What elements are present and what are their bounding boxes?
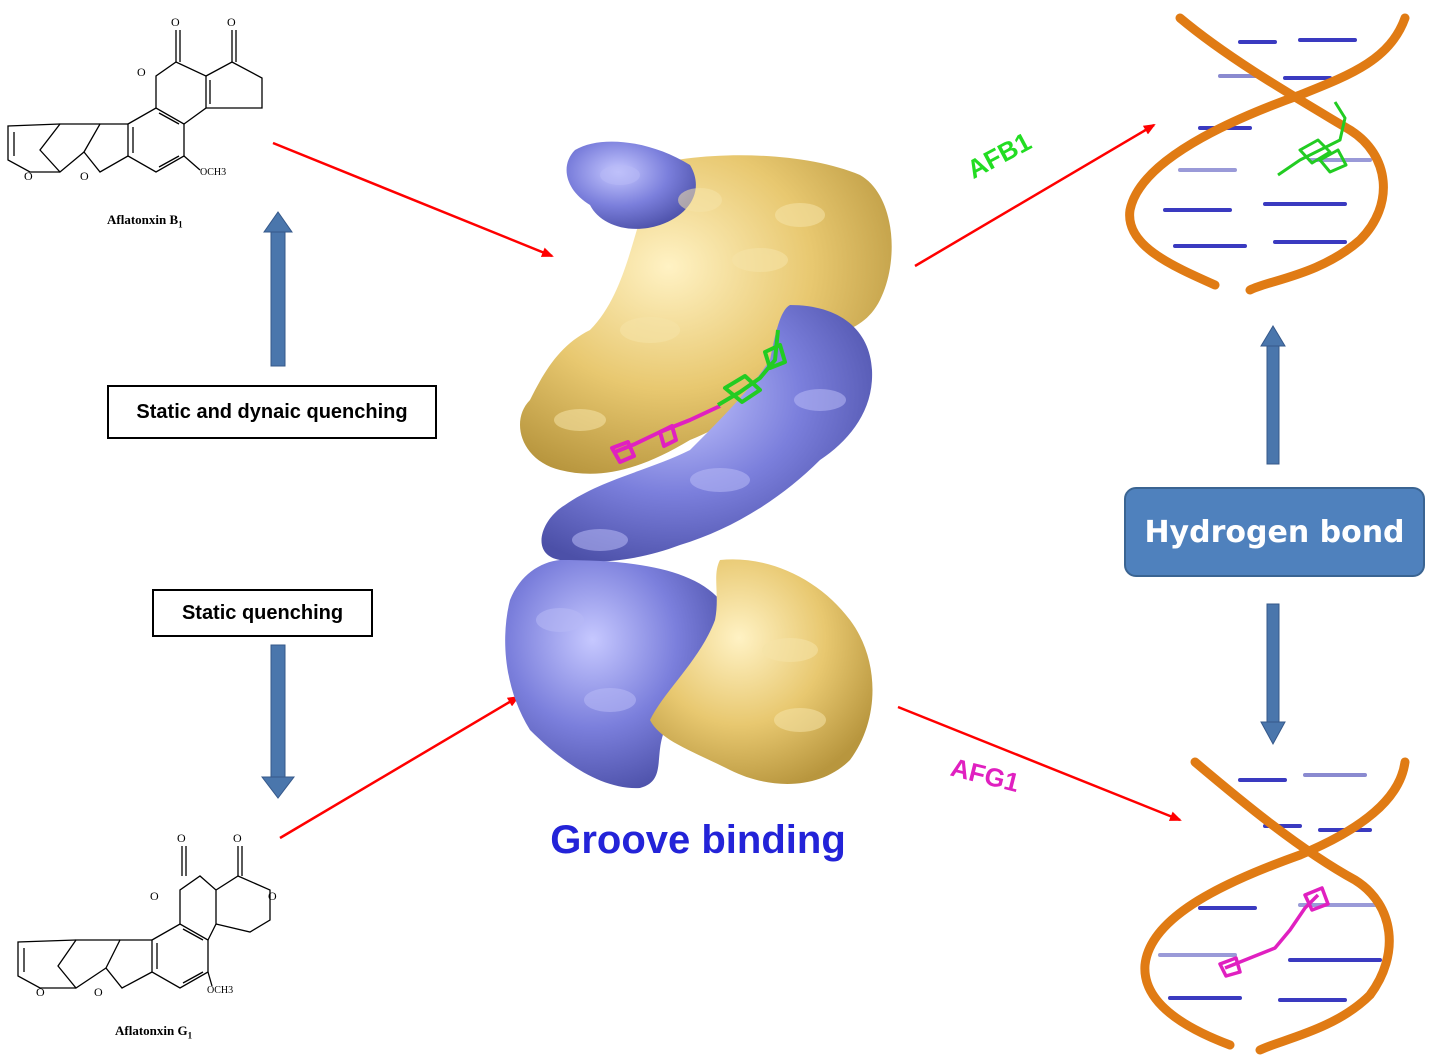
svg-text:O: O bbox=[171, 15, 180, 29]
up-arrow-left bbox=[263, 211, 293, 367]
arrow-surface-to-afg1-dna bbox=[897, 705, 1182, 822]
svg-text:O: O bbox=[137, 65, 146, 79]
static-quenching-box: Static quenching bbox=[152, 589, 373, 637]
svg-text:O: O bbox=[94, 985, 103, 999]
svg-text:O: O bbox=[36, 985, 45, 999]
static-quenching-text: Static quenching bbox=[181, 601, 344, 624]
afb1-name-text: Aflatonxin B bbox=[107, 212, 179, 227]
afg1-name-text: Aflatonxin G bbox=[115, 1023, 188, 1038]
arrow-b1-to-surface bbox=[272, 141, 554, 258]
red-arrows bbox=[272, 123, 1182, 840]
afb1-substituent-text: OCH3 bbox=[200, 167, 227, 178]
svg-text:O: O bbox=[80, 169, 89, 183]
groove-binding-title: Groove binding bbox=[550, 818, 846, 862]
aflatoxin-g1-structure bbox=[17, 846, 271, 989]
aflatoxin-b1-atoms: O O O O O bbox=[24, 15, 236, 183]
afb1-name-caption: Aflatonxin B1 bbox=[107, 212, 183, 230]
afg1-name-caption: Aflatonxin G1 bbox=[115, 1023, 192, 1041]
arrow-g1-to-surface bbox=[279, 695, 520, 840]
afb1-och3-label: OCH3 bbox=[200, 167, 226, 178]
afg1-name-subscript: 1 bbox=[187, 1030, 193, 1041]
svg-text:O: O bbox=[150, 889, 159, 903]
up-arrow-right bbox=[1260, 325, 1286, 465]
afg1-substituent-text: OCH3 bbox=[207, 985, 234, 996]
hydrogen-bond-text: Hydrogen bond bbox=[1144, 514, 1405, 550]
aflatoxin-b1-structure bbox=[7, 30, 263, 173]
dna-afb1-complex bbox=[1125, 13, 1410, 295]
svg-text:O: O bbox=[233, 831, 242, 845]
aflatoxin-g1-atoms: O O O O O O bbox=[36, 831, 277, 999]
down-arrow-left bbox=[260, 644, 296, 799]
afb1-ligand-in-groove bbox=[716, 329, 787, 407]
svg-text:O: O bbox=[268, 889, 277, 903]
afb1-name-subscript: 1 bbox=[178, 219, 183, 230]
static-dynamic-quenching-box: Static and dynaic quenching bbox=[107, 385, 437, 439]
dna-afg1-complex bbox=[1140, 757, 1410, 1055]
svg-text:O: O bbox=[177, 831, 186, 845]
afg1-och3-label: OCH3 bbox=[207, 985, 233, 996]
down-arrow-right bbox=[1260, 603, 1286, 746]
hydrogen-bond-box: Hydrogen bond bbox=[1124, 487, 1425, 577]
static-dynamic-quenching-text: Static and dynaic quenching bbox=[136, 400, 408, 423]
svg-text:O: O bbox=[24, 169, 33, 183]
svg-text:O: O bbox=[227, 15, 236, 29]
arrow-surface-to-afb1-dna bbox=[914, 123, 1156, 268]
dna-surface-model bbox=[505, 141, 892, 789]
afg1-ligand-in-groove bbox=[610, 404, 721, 464]
